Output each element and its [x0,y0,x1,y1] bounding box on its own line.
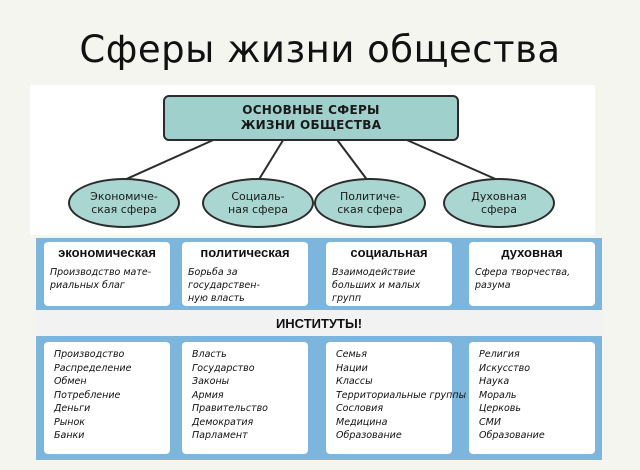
institution-item: Законы [192,376,230,387]
institution-item: Искусство [479,362,531,374]
institutions-label: ИНСТИТУТЫ! [36,310,602,336]
sphere-description: Взаимодействие больших и малых групп [332,267,421,304]
institution-item: Государство [192,362,255,374]
institution-item: Мораль [479,389,517,401]
institution-item: Классы [336,376,373,387]
diagram-connectors [121,136,501,182]
sphere-header-economic: экономическая Производство мате- риальны… [44,242,170,306]
sphere-header-political: политическая Борьба за государствен- ную… [182,242,308,306]
sphere-name: духовная [501,245,563,260]
institution-item: Обмен [54,376,87,387]
sphere-node-political: Политиче- ская сфера [314,178,426,228]
connector-spiritual [399,136,501,182]
institution-item: Сословия [336,403,384,414]
sphere-node-social: Социаль- ная сфера [202,178,314,228]
institution-item: Демократия [192,416,254,428]
connector-social [257,136,286,182]
institution-item: Церковь [479,403,521,414]
institution-item: СМИ [479,416,501,428]
institution-item: Власть [192,349,227,360]
institution-item: Правительство [192,403,268,414]
sphere-header-spiritual: духовная Сфера творчества, разума [469,242,595,306]
institution-item: Рынок [54,416,85,428]
institution-item: Парламент [192,430,248,441]
institution-item: Банки [54,430,85,441]
institution-item: Потребление [54,389,121,401]
sphere-name: социальная [350,245,428,260]
institution-item: Распределение [54,362,132,374]
institution-item: Образование [479,430,545,441]
sphere-name: политическая [200,245,290,260]
institution-item: Образование [336,430,402,441]
institution-item: Семья [336,349,367,360]
institution-item: Медицина [336,416,388,428]
sphere-node-economic: Экономиче- ская сфера [68,178,180,228]
institution-item: Деньги [54,403,91,414]
sphere-name: экономическая [58,245,156,260]
spheres-diagram: ОСНОВНЫЕ СФЕРЫ ЖИЗНИ ОБЩЕСТВА Экономиче-… [30,85,595,235]
spheres-table: экономическая Производство мате- риальны… [36,238,602,460]
connector-political [334,136,369,182]
sphere-description: Производство мате- риальных благ [50,267,152,291]
institution-item: Религия [479,349,520,360]
sphere-header-social: социальная Взаимодействие больших и малы… [326,242,452,306]
connector-economic [121,136,221,182]
institution-item: Наука [479,376,510,387]
sphere-description: Сфера творчества, разума [475,267,571,291]
institution-item: Территориальные группы [336,389,467,401]
institution-item: Армия [192,389,224,401]
institution-item: Производство [54,349,125,360]
root-node: ОСНОВНЫЕ СФЕРЫ ЖИЗНИ ОБЩЕСТВА [163,95,459,141]
institution-item: Нации [336,362,368,374]
sphere-description: Борьба за государствен- ную власть [188,267,260,304]
slide-title: Сферы жизни общества [79,28,561,71]
sphere-node-spiritual: Духовная сфера [443,178,555,228]
